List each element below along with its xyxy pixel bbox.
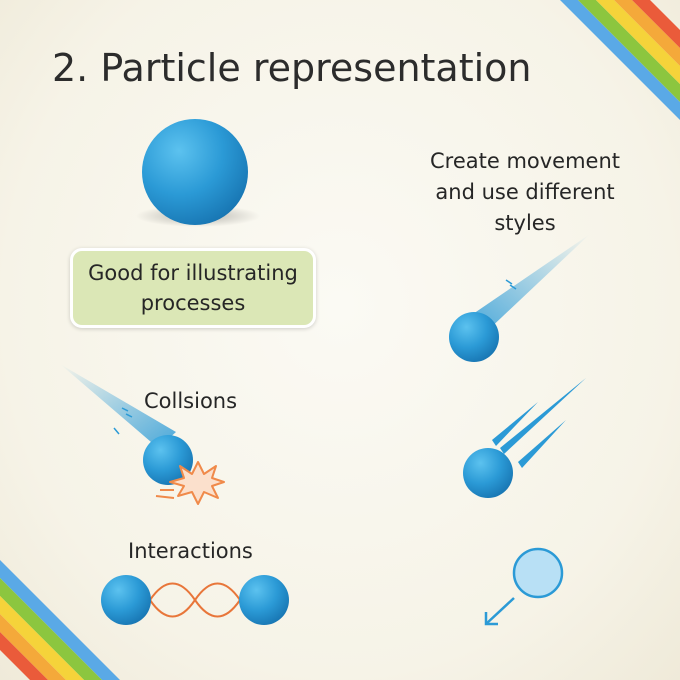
large-particle-sphere [136,119,260,227]
streak-particle [463,378,586,498]
collisions-label: Collsions [144,389,238,413]
outline-particle [512,547,564,599]
collision-particle [60,364,193,485]
rainbow-stripes-bottom-left [0,560,120,680]
interaction-particles [101,575,289,625]
good-for-label: Good for illustrating processes [70,248,316,328]
collision-spark-icon [155,461,225,505]
movement-text: Create movement and use different styles [429,149,621,235]
rainbow-stripes-top-right [560,0,680,120]
interactions-label: Interactions [128,539,253,563]
page-title: 2. Particle representation [52,46,532,90]
arrow-down-left-icon [484,597,515,626]
moving-particle [449,234,590,362]
